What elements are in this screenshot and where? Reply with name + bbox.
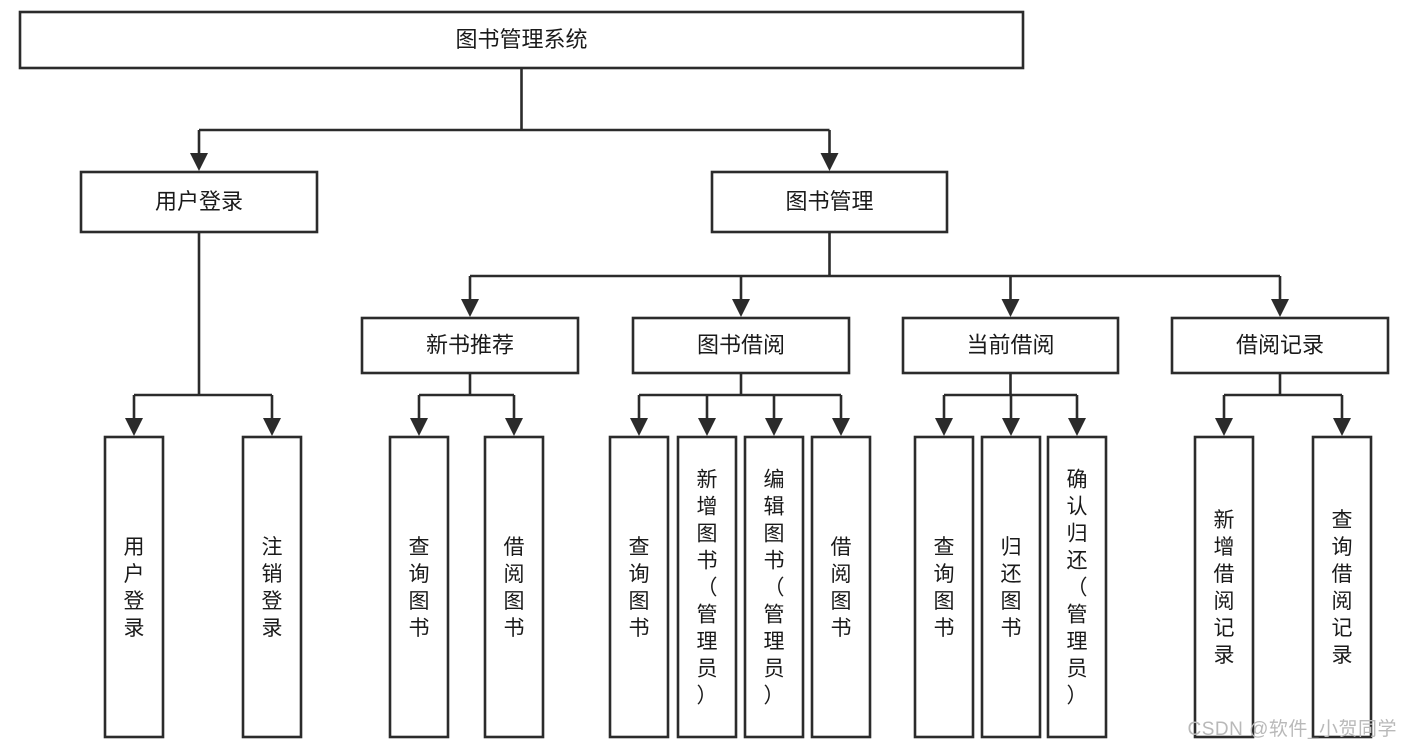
node-box-book-borrow [631,316,851,375]
node-box-user-login [79,170,319,234]
node-box-borrow-book-2 [810,435,872,739]
node-label-new-book-recommend: 新书推荐 [426,332,514,357]
node-label-query-book-2: 查询图书 [629,536,650,640]
node-box-edit-book-admin [743,435,805,739]
node-book-management[interactable]: 图书管理 [710,170,949,234]
arrow-head-icon [630,418,648,436]
node-user-login-leaf[interactable]: 用户登录 [103,435,165,739]
arrow-head-icon [410,418,428,436]
node-box-user-logout-leaf [241,435,303,739]
node-box-confirm-return-admin [1046,435,1108,739]
node-query-book-2[interactable]: 查询图书 [608,435,670,739]
connectors-layer [125,68,1351,436]
arrow-head-icon [1002,418,1020,436]
node-label-user-logout-leaf: 注销登录 [262,536,283,640]
node-label-query-book-1: 查询图书 [409,536,430,640]
node-label-user-login-leaf: 用户登录 [124,536,145,640]
arrow-head-icon [461,299,479,317]
node-new-book-recommend[interactable]: 新书推荐 [360,316,580,375]
node-label-borrow-record: 借阅记录 [1236,332,1324,357]
nodes-layer: 图书管理系统用户登录用户登录注销登录图书管理新书推荐查询图书借阅图书图书借阅查询… [18,10,1390,739]
node-confirm-return-admin[interactable]: 确认归还（管理员） [1046,435,1108,739]
node-label-edit-book-admin: 编辑图书（管理员） [764,469,785,708]
node-box-user-login-leaf [103,435,165,739]
arrow-head-icon [1215,418,1233,436]
node-label-user-login: 用户登录 [155,189,243,214]
arrow-head-icon [505,418,523,436]
arrow-head-icon [732,299,750,317]
arrow-head-icon [263,418,281,436]
csdn-watermark: CSDN @软件_小贺同学 [1187,719,1397,740]
node-root[interactable]: 图书管理系统 [18,10,1025,70]
node-label-book-management: 图书管理 [785,189,873,214]
node-borrow-record[interactable]: 借阅记录 [1170,316,1390,375]
node-label-return-book: 归还图书 [1001,536,1022,640]
arrow-head-icon [698,418,716,436]
node-query-book-3[interactable]: 查询图书 [913,435,975,739]
node-label-add-borrow-record: 新增借阅记录 [1214,509,1235,667]
arrow-head-icon [1068,418,1086,436]
node-book-borrow[interactable]: 图书借阅 [631,316,851,375]
node-box-book-management [710,170,949,234]
node-label-query-borrow-record: 查询借阅记录 [1332,509,1353,667]
node-box-query-borrow-record [1311,435,1373,739]
node-user-login[interactable]: 用户登录 [79,170,319,234]
node-label-query-book-3: 查询图书 [934,536,955,640]
node-edit-book-admin[interactable]: 编辑图书（管理员） [743,435,805,739]
node-user-logout-leaf[interactable]: 注销登录 [241,435,303,739]
node-return-book[interactable]: 归还图书 [980,435,1042,739]
arrow-head-icon [832,418,850,436]
node-label-borrow-book-1: 借阅图书 [504,536,525,640]
node-box-root [18,10,1025,70]
node-add-borrow-record[interactable]: 新增借阅记录 [1193,435,1255,739]
node-box-query-book-2 [608,435,670,739]
arrow-head-icon [190,153,208,171]
node-label-root: 图书管理系统 [455,27,587,52]
arrow-head-icon [1333,418,1351,436]
node-box-new-book-recommend [360,316,580,375]
node-box-add-borrow-record [1193,435,1255,739]
node-box-borrow-record [1170,316,1390,375]
arrow-head-icon [765,418,783,436]
node-label-book-borrow: 图书借阅 [697,332,785,357]
node-query-book-1[interactable]: 查询图书 [388,435,450,739]
node-current-borrow[interactable]: 当前借阅 [901,316,1120,375]
node-query-borrow-record[interactable]: 查询借阅记录 [1311,435,1373,739]
node-label-borrow-book-2: 借阅图书 [831,536,852,640]
node-box-return-book [980,435,1042,739]
node-box-current-borrow [901,316,1120,375]
arrow-head-icon [935,418,953,436]
node-label-add-book-admin: 新增图书（管理员） [697,469,718,708]
node-box-add-book-admin [676,435,738,739]
node-add-book-admin[interactable]: 新增图书（管理员） [676,435,738,739]
node-label-current-borrow: 当前借阅 [966,332,1054,357]
node-label-confirm-return-admin: 确认归还（管理员） [1067,469,1088,708]
arrow-head-icon [1001,299,1020,317]
arrow-head-icon [1271,299,1289,317]
arrow-head-icon [820,153,839,171]
arrow-head-icon [125,418,143,436]
node-borrow-book-2[interactable]: 借阅图书 [810,435,872,739]
node-box-borrow-book-1 [483,435,545,739]
node-box-query-book-1 [388,435,450,739]
node-borrow-book-1[interactable]: 借阅图书 [483,435,545,739]
node-box-query-book-3 [913,435,975,739]
